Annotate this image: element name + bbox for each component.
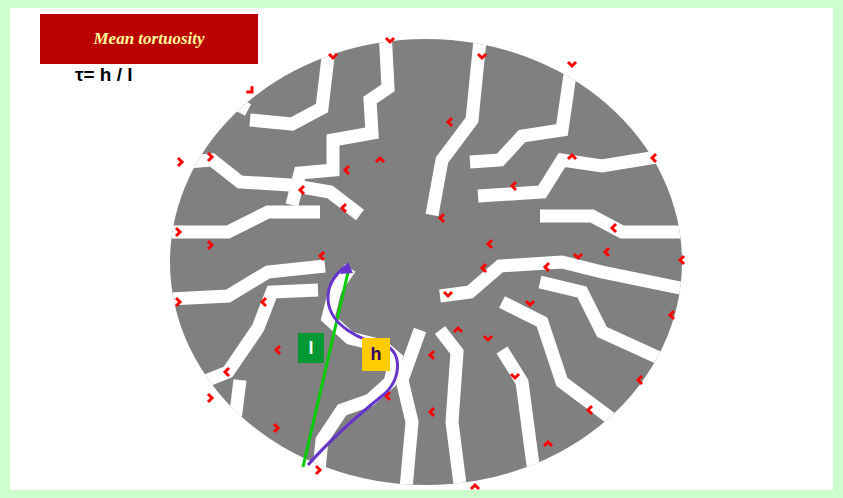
pore-channels	[150, 30, 700, 498]
box-text: h	[371, 344, 382, 365]
straight-length-line	[303, 268, 349, 467]
porous-section	[170, 39, 682, 485]
length-label-box: l	[298, 333, 324, 363]
path-arrowhead	[340, 262, 353, 274]
formula-label: τ= h / l	[75, 64, 133, 86]
path-label-box: h	[362, 338, 390, 371]
tortuous-path	[308, 266, 398, 465]
box-text: Mean tortuosity	[94, 29, 205, 49]
title-box: Mean tortuosity	[40, 14, 258, 64]
direction-markers	[176, 38, 684, 489]
box-text: l	[308, 338, 313, 359]
